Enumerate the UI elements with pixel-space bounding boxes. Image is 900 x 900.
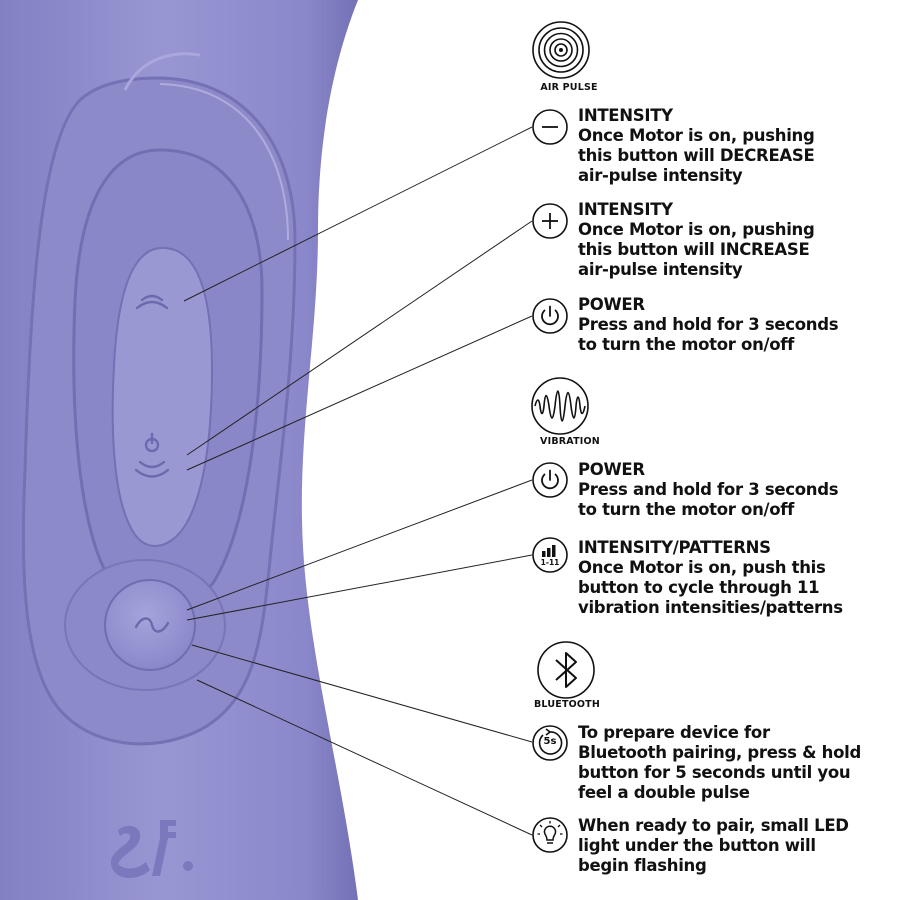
entry-line: When ready to pair, small LED (578, 816, 849, 835)
surface-ridge (123, 52, 201, 91)
entry-line: light under the button will (578, 836, 816, 855)
entry-line: To prepare device for (578, 723, 770, 742)
vibration-button (104, 579, 196, 671)
entry-line: Press and hold for 3 seconds (578, 480, 839, 499)
button-symbol-bottom (134, 432, 170, 478)
entry-line: Once Motor is on, push this (578, 558, 826, 577)
entry-line: vibration intensities/patterns (578, 598, 843, 617)
entry-line: to turn the motor on/off (578, 500, 795, 519)
entry-intensity-patterns: INTENSITY/PATTERNS Once Motor is on, pus… (578, 538, 898, 618)
air-pulse-button-panel (111, 246, 214, 547)
entry-vibration-power: POWER Press and hold for 3 seconds to tu… (578, 460, 898, 520)
entry-line: this button will DECREASE (578, 146, 815, 165)
entry-line: feel a double pulse (578, 783, 750, 802)
brand-logo (110, 820, 193, 878)
entry-bluetooth-pairing: To prepare device for Bluetooth pairing,… (578, 723, 898, 803)
entry-title: INTENSITY/PATTERNS (578, 538, 771, 557)
entry-air-pulse-power: POWER Press and hold for 3 seconds to tu… (578, 295, 898, 355)
plus-circle-icon (532, 203, 568, 239)
section-label-bluetooth: BLUETOOTH (533, 699, 601, 710)
power-icon (532, 462, 568, 498)
entry-line: Bluetooth pairing, press & hold (578, 743, 861, 762)
section-label-air-pulse: AIR PULSE (540, 82, 598, 93)
vibration-button-symbol (134, 617, 170, 633)
entry-decrease-intensity: INTENSITY Once Motor is on, pushing this… (578, 106, 898, 186)
entry-increase-intensity: INTENSITY Once Motor is on, pushing this… (578, 200, 898, 280)
entry-line: air-pulse intensity (578, 166, 743, 185)
lightbulb-icon (532, 817, 568, 853)
intensity-bars-icon: 1-11 (531, 536, 569, 574)
entry-title: POWER (578, 460, 645, 479)
entry-title: INTENSITY (578, 106, 673, 125)
entry-line: Once Motor is on, pushing (578, 126, 815, 145)
intensity-range-label: 1-11 (540, 558, 560, 567)
vibration-icon (531, 377, 589, 435)
entry-line: air-pulse intensity (578, 260, 743, 279)
minus-circle-icon (532, 109, 568, 145)
air-pulse-icon (532, 21, 590, 79)
timer-label: 5s (543, 736, 557, 747)
entry-line: Press and hold for 3 seconds (578, 315, 839, 334)
power-icon (532, 298, 568, 334)
entry-line: button for 5 seconds until you (578, 763, 851, 782)
entry-led-flashing: When ready to pair, small LED light unde… (578, 816, 898, 876)
entry-title: INTENSITY (578, 200, 673, 219)
entry-line: button to cycle through 11 (578, 578, 820, 597)
entry-line: Once Motor is on, pushing (578, 220, 815, 239)
entry-line: to turn the motor on/off (578, 335, 795, 354)
entry-line: begin flashing (578, 856, 707, 875)
section-label-vibration: VIBRATION (540, 436, 600, 447)
entry-line: this button will INCREASE (578, 240, 810, 259)
bluetooth-icon (537, 641, 595, 699)
entry-title: POWER (578, 295, 645, 314)
button-symbol-top (135, 294, 169, 310)
timer-5s-icon: 5s (531, 724, 569, 762)
